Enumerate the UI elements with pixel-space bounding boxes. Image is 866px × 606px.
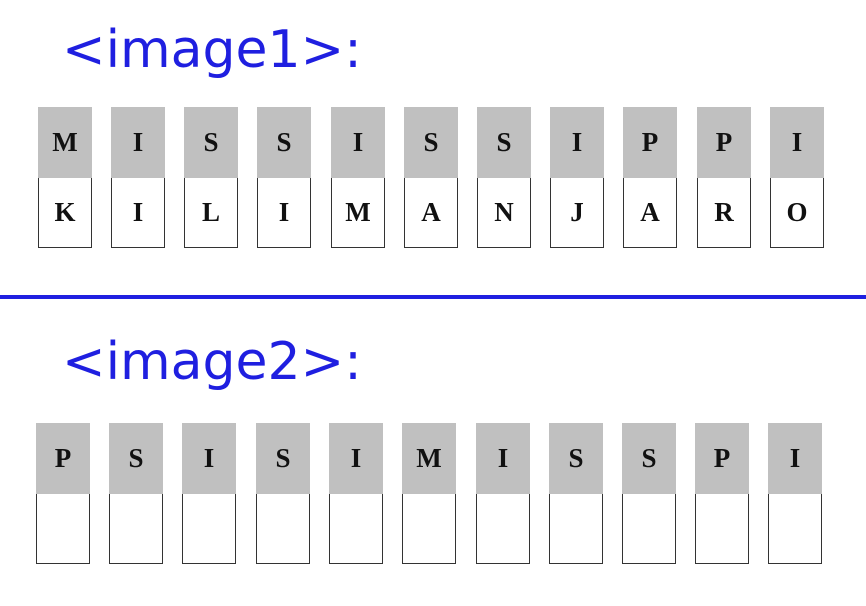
tile-top-letter: S: [257, 107, 311, 178]
tile-top-letter: S: [184, 107, 238, 178]
tile-top-letter: P: [36, 423, 90, 494]
tile-top-letter: I: [770, 107, 824, 178]
tile-top-letter: I: [768, 423, 822, 494]
tile-bottom-letter: [256, 494, 310, 564]
tile-bottom-letter: O: [770, 178, 824, 248]
tile-top-letter: I: [329, 423, 383, 494]
tile-top-letter: P: [623, 107, 677, 178]
tile-bottom-letter: R: [697, 178, 751, 248]
tile-bottom-letter: [109, 494, 163, 564]
tile-top-letter: S: [622, 423, 676, 494]
tile-bottom-letter: L: [184, 178, 238, 248]
tile-top-letter: S: [109, 423, 163, 494]
tile-bottom-letter: [182, 494, 236, 564]
panel-2-label: <image2>:: [62, 332, 362, 392]
tile-top-letter: S: [549, 423, 603, 494]
tile-bottom-letter: [36, 494, 90, 564]
tile-top-letter: P: [695, 423, 749, 494]
tile-bottom-letter: A: [623, 178, 677, 248]
tile-bottom-letter: [402, 494, 456, 564]
tile-bottom-letter: [695, 494, 749, 564]
tile-top-letter: I: [182, 423, 236, 494]
tile-bottom-letter: A: [404, 178, 458, 248]
tile-top-letter: I: [476, 423, 530, 494]
tile-top-letter: S: [404, 107, 458, 178]
tile-bottom-letter: I: [257, 178, 311, 248]
tile-bottom-letter: I: [111, 178, 165, 248]
tile-bottom-letter: M: [331, 178, 385, 248]
panel-1-label: <image1>:: [62, 20, 362, 80]
tile-top-letter: M: [38, 107, 92, 178]
tile-bottom-letter: [476, 494, 530, 564]
tile-bottom-letter: [329, 494, 383, 564]
tile-bottom-letter: N: [477, 178, 531, 248]
tile-bottom-letter: K: [38, 178, 92, 248]
tile-bottom-letter: J: [550, 178, 604, 248]
tile-top-letter: P: [697, 107, 751, 178]
tile-top-letter: I: [331, 107, 385, 178]
tile-top-letter: M: [402, 423, 456, 494]
tile-top-letter: S: [256, 423, 310, 494]
panel-divider: [0, 295, 866, 299]
tile-bottom-letter: [549, 494, 603, 564]
tile-bottom-letter: [768, 494, 822, 564]
tile-top-letter: S: [477, 107, 531, 178]
tile-top-letter: I: [550, 107, 604, 178]
tile-top-letter: I: [111, 107, 165, 178]
tile-bottom-letter: [622, 494, 676, 564]
